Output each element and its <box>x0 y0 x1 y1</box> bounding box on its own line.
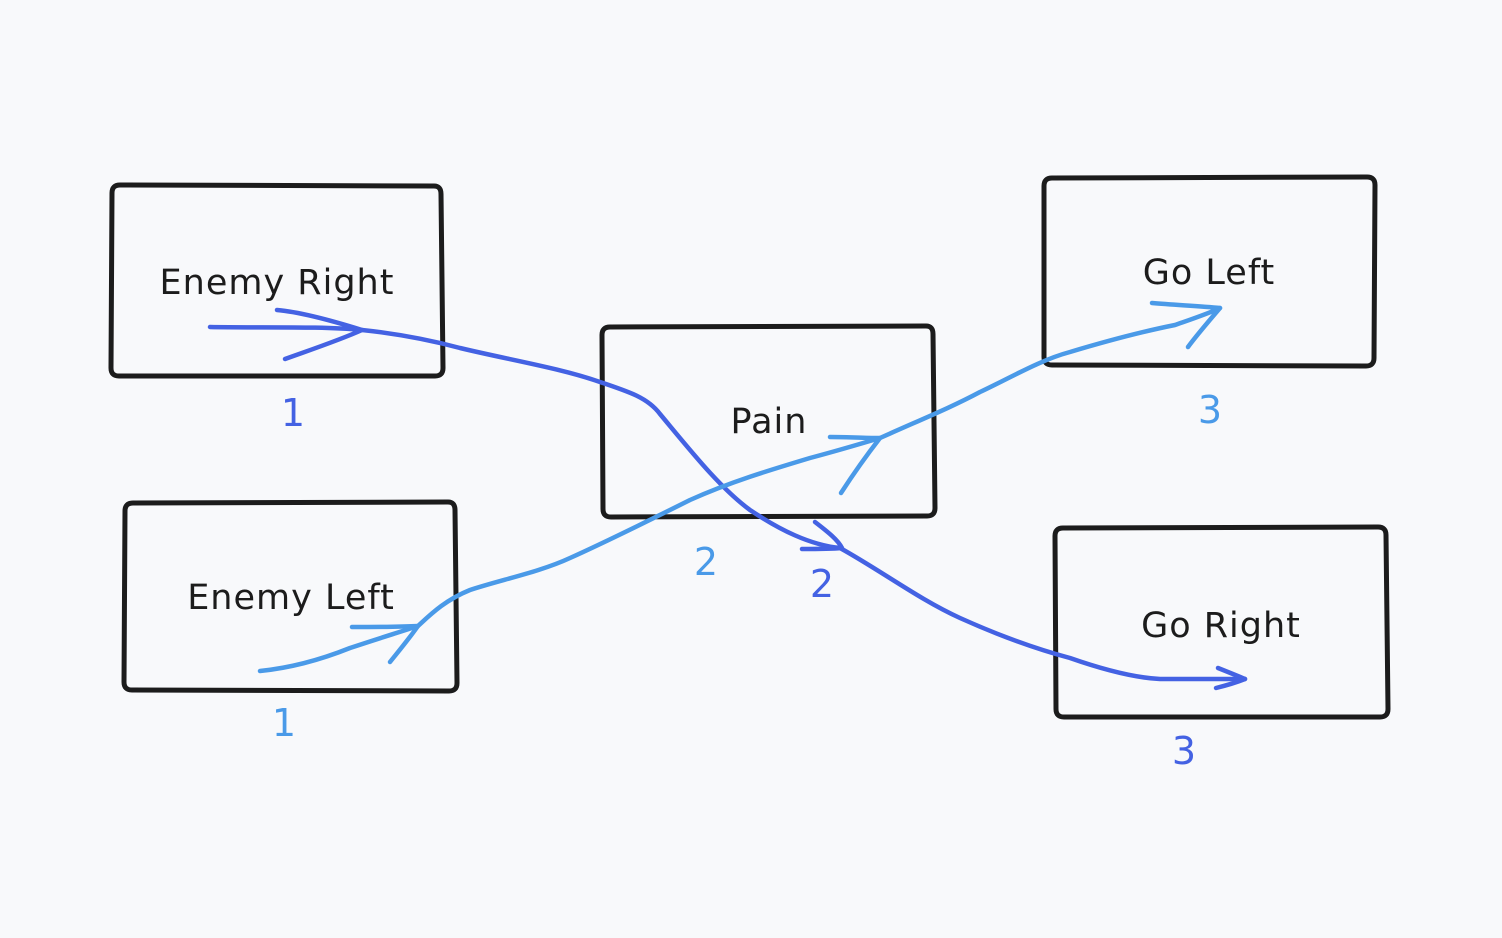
node-box <box>108 182 446 379</box>
arrowhead-light-end <box>1149 300 1223 350</box>
node-box <box>599 323 938 520</box>
step-number-dark-3: 3 <box>1172 729 1196 773</box>
flow-path-dark <box>207 324 1248 682</box>
node-pain: Pain <box>599 323 938 520</box>
node-label-enemy-left: Enemy Left <box>187 578 395 618</box>
arrowhead-dark-start <box>274 307 365 362</box>
flow-light-blue <box>257 300 1223 674</box>
node-label-enemy-right: Enemy Right <box>160 263 395 303</box>
node-box <box>1052 524 1391 720</box>
flow-dark-blue <box>207 307 1248 691</box>
step-number-light-2: 2 <box>694 540 718 584</box>
step-number-light-3: 3 <box>1198 388 1222 432</box>
arrowhead-dark-end <box>1213 665 1248 691</box>
node-enemy-right: Enemy Right <box>108 182 446 379</box>
node-box <box>121 499 460 694</box>
node-label-go-left: Go Left <box>1143 253 1276 293</box>
node-go-left: Go Left <box>1041 174 1378 369</box>
node-enemy-left: Enemy Left <box>121 499 460 694</box>
step-number-light-1: 1 <box>272 701 296 745</box>
arrowhead-light-middle <box>827 434 883 496</box>
node-label-go-right: Go Right <box>1141 606 1301 646</box>
arrowhead-light-start <box>349 623 421 665</box>
flow-path-light <box>257 305 1223 674</box>
arrowhead-dark-middle <box>799 519 845 552</box>
node-label-pain: Pain <box>731 402 808 442</box>
node-box <box>1041 174 1378 369</box>
step-number-dark-2: 2 <box>810 562 834 606</box>
step-number-dark-1: 1 <box>281 391 305 435</box>
node-go-right: Go Right <box>1052 524 1391 720</box>
